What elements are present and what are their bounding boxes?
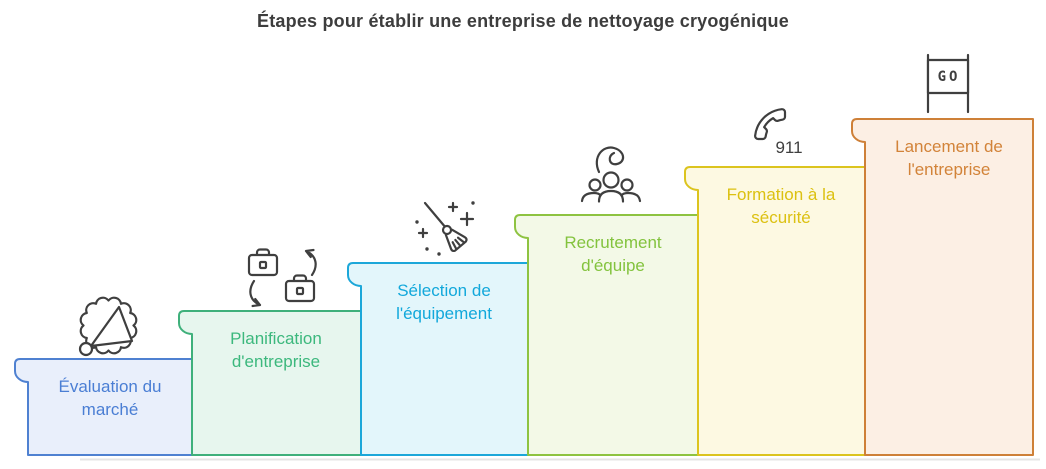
person-shoulders (620, 191, 642, 203)
sparkle-plus (459, 211, 475, 227)
step-label-1: Évaluation du marché (58, 377, 162, 420)
briefcase-handle (255, 248, 271, 257)
phone-handset (754, 108, 787, 141)
broom-bristles (451, 236, 465, 250)
person-head (620, 178, 634, 192)
swap-arrow-up (304, 248, 317, 277)
emergency-number-label: 911 (775, 138, 803, 157)
megaphone-mouthpiece (78, 341, 94, 357)
step-shape-3 (347, 262, 529, 456)
go-banner-icon (926, 53, 970, 114)
team-recruitment-icon (580, 146, 642, 203)
step-label-3: Sélection de l'équipement (396, 281, 492, 324)
sparkle-dot (425, 247, 429, 251)
megaphone-burst-icon (78, 296, 138, 357)
briefcase-swap-icon (247, 248, 317, 308)
sparkle-dot (471, 201, 475, 205)
cleaning-broom-icon (415, 201, 475, 256)
sparkle-plus (417, 227, 429, 239)
step-label-5: Formation à la sécurité (726, 185, 836, 228)
go-flag-label: GO (937, 69, 961, 85)
person-shoulders (597, 189, 625, 203)
briefcase-clasp (258, 260, 268, 270)
person-head (588, 178, 602, 192)
step-shape-2 (178, 310, 362, 456)
step-label-2: Planification d'entreprise (230, 329, 322, 372)
emergency-phone-icon (754, 108, 787, 141)
scribble (595, 146, 625, 174)
megaphone-cone (89, 305, 134, 348)
broom-neck (441, 224, 453, 236)
step-shape-1 (14, 358, 193, 456)
sparkle-dot (415, 220, 419, 224)
step-label-6: Lancement de l'entreprise (895, 137, 1003, 180)
diagram-title: Étapes pour établir une entreprise de ne… (257, 11, 789, 31)
briefcase-clasp (295, 286, 305, 296)
person-shoulders (580, 191, 602, 203)
steps-layer (14, 118, 1034, 456)
broom-handle (423, 201, 448, 230)
banner-board (926, 58, 970, 95)
briefcase-handle (292, 274, 308, 283)
step-shape-6 (851, 118, 1034, 456)
step-shape-5 (684, 166, 866, 456)
step-label-4: Recrutement d'équipe (564, 233, 662, 276)
burst-ring (79, 296, 138, 355)
swap-arrow-down (249, 279, 262, 308)
step-shape-4 (514, 214, 699, 456)
sparkle-dot (437, 252, 441, 256)
sparkle-plus (447, 201, 459, 213)
person-head (602, 171, 620, 189)
